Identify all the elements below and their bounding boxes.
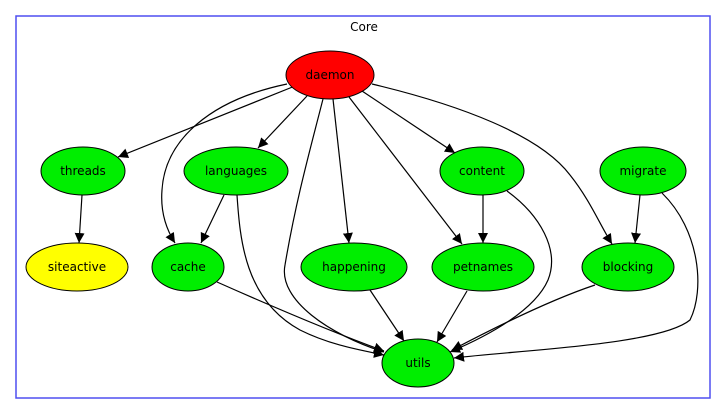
- node-cache-shape[interactable]: [151, 242, 225, 292]
- edge-threads-to-siteactive: [74, 194, 85, 244]
- edges-layer: [74, 83, 699, 362]
- node-threads-label: threads: [60, 164, 106, 178]
- node-utils-shape[interactable]: [381, 338, 455, 388]
- edge-daemon-to-cache: [161, 83, 288, 244]
- node-blocking-label: blocking: [603, 260, 653, 274]
- node-languages-label: languages: [205, 164, 267, 178]
- edge-daemon-to-petnames: [348, 96, 463, 245]
- node-cache[interactable]: cache: [151, 242, 225, 292]
- node-migrate[interactable]: migrate: [599, 146, 687, 196]
- node-threads-shape[interactable]: [40, 146, 126, 196]
- edge-blocking-to-utils: [451, 284, 596, 351]
- node-blocking-shape[interactable]: [581, 242, 675, 292]
- edge-content-to-utils: [449, 190, 553, 353]
- node-petnames-shape[interactable]: [431, 242, 535, 292]
- edge-daemon-to-content: [361, 90, 456, 154]
- node-content-shape[interactable]: [439, 146, 525, 196]
- node-languages[interactable]: languages: [183, 146, 289, 196]
- node-content-label: content: [459, 164, 505, 178]
- edge-daemon-to-utils: [283, 98, 385, 354]
- edge-cache-to-utils: [216, 281, 385, 353]
- node-threads[interactable]: threads: [40, 146, 126, 196]
- edge-happening-to-utils: [369, 289, 405, 342]
- node-siteactive[interactable]: siteactive: [25, 242, 129, 292]
- cluster-core-label: Core: [350, 20, 378, 34]
- edge-daemon-to-languages: [257, 95, 308, 149]
- node-petnames-label: petnames: [453, 260, 513, 274]
- node-siteactive-label: siteactive: [48, 260, 106, 274]
- edge-daemon-to-happening: [332, 98, 353, 244]
- node-daemon-shape[interactable]: [285, 50, 375, 100]
- edge-daemon-to-blocking: [371, 83, 613, 245]
- node-content[interactable]: content: [439, 146, 525, 196]
- edge-daemon-to-threads: [117, 85, 296, 158]
- node-migrate-shape[interactable]: [599, 146, 687, 196]
- edge-petnames-to-utils: [436, 290, 468, 343]
- node-utils-label: utils: [405, 356, 430, 370]
- node-utils[interactable]: utils: [381, 338, 455, 388]
- node-happening-shape[interactable]: [300, 242, 408, 292]
- node-cache-label: cache: [170, 260, 206, 274]
- node-blocking[interactable]: blocking: [581, 242, 675, 292]
- edge-languages-to-cache: [200, 194, 225, 244]
- node-daemon[interactable]: daemon: [285, 50, 375, 100]
- nodes-layer: daemon threads languages content migrate site…: [25, 50, 687, 388]
- node-happening[interactable]: happening: [300, 242, 408, 292]
- edge-languages-to-utils: [236, 194, 385, 358]
- node-siteactive-shape[interactable]: [25, 242, 129, 292]
- node-happening-label: happening: [322, 260, 386, 274]
- cluster-core-border: [15, 15, 711, 399]
- node-languages-shape[interactable]: [183, 146, 289, 196]
- node-petnames[interactable]: petnames: [431, 242, 535, 292]
- edge-migrate-to-blocking: [631, 194, 642, 244]
- node-daemon-label: daemon: [306, 68, 355, 82]
- node-migrate-label: migrate: [619, 164, 666, 178]
- edge-migrate-to-utils: [453, 192, 699, 362]
